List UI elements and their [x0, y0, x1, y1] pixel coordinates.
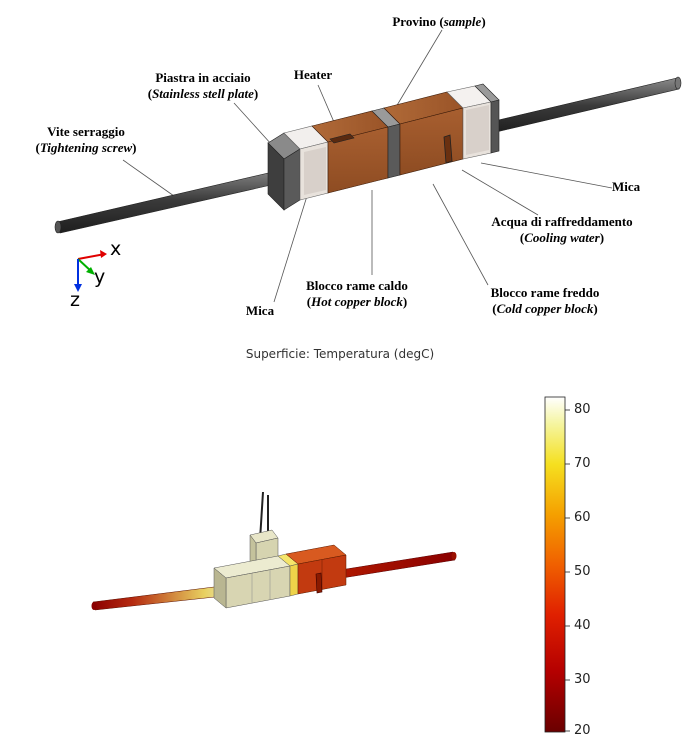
- label-piastra: Piastra in acciaio (Stainless stell plat…: [147, 70, 259, 101]
- label-vite: Vite serraggio (Tightening screw): [35, 124, 137, 155]
- label-blocco-caldo: Blocco rame caldo (Hot copper block): [306, 278, 408, 309]
- axis-z-label: z: [70, 289, 80, 311]
- label-mica-right: Mica: [612, 179, 641, 194]
- plot-title: Superficie: Temperatura (degC): [245, 347, 435, 361]
- colorbar-tick-label: 60: [574, 510, 591, 525]
- leader-lines: [122, 29, 613, 303]
- label-mica-left: Mica: [245, 303, 275, 318]
- label-blocco-freddo: Blocco rame freddo (Cold copper block): [490, 285, 600, 316]
- colorbar-tick-label: 40: [574, 618, 591, 633]
- colorbar: [544, 396, 570, 733]
- colorbar-tick-label: 50: [574, 564, 591, 579]
- assembly-block: [267, 83, 500, 211]
- axis-y-label: y: [94, 266, 106, 288]
- axis-x-label: x: [110, 238, 122, 260]
- axis-triad: [74, 250, 107, 292]
- label-heater: Heater: [293, 67, 333, 82]
- colorbar-tick-label: 80: [574, 402, 591, 417]
- colorbar-tick-label: 30: [574, 672, 591, 687]
- colorbar-tick-label: 20: [574, 723, 591, 738]
- tightening-screw: [54, 76, 682, 234]
- colorbar-tick-label: 70: [574, 456, 591, 471]
- label-acqua: Acqua di raffreddamento (Cooling water): [491, 214, 633, 245]
- label-provino: Provino (sample): [392, 14, 486, 29]
- temperature-render: [91, 491, 457, 611]
